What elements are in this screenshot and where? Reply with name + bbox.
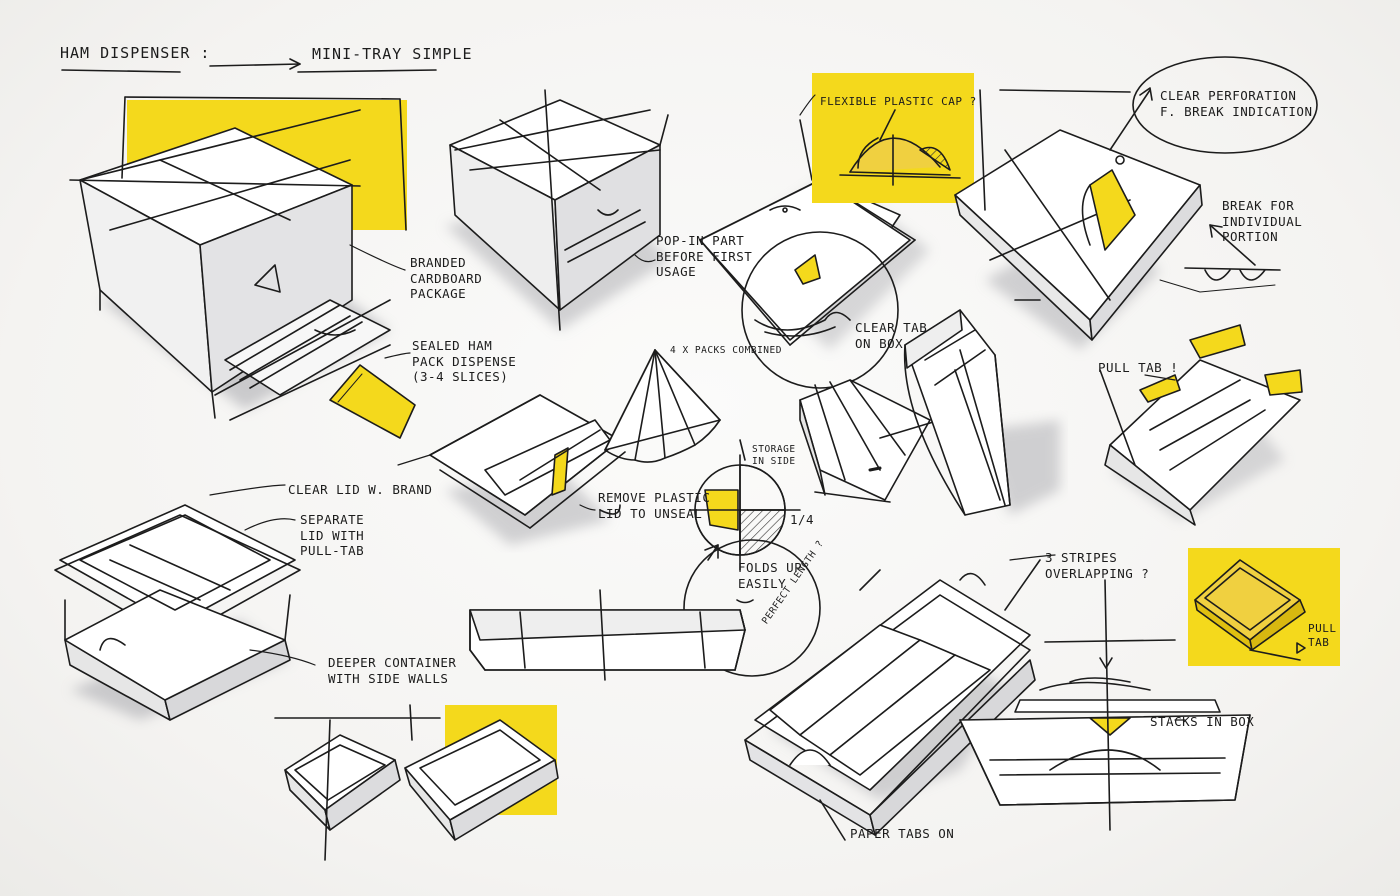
annotation-break-portion: BREAK FOR INDIVIDUAL PORTION <box>1222 198 1303 245</box>
annotation-clear-lid: CLEAR LID W. BRAND <box>288 482 433 497</box>
annotation-clear-perforation: CLEAR PERFORATION F. BREAK INDICATION <box>1160 88 1313 119</box>
yellow-tab-piece <box>329 364 416 439</box>
title-arrow <box>61 58 437 73</box>
annotation-fraction: 1/4 <box>790 512 815 527</box>
tall-container-sketch <box>903 299 1060 516</box>
sealed-pack-sketch <box>429 394 626 545</box>
lidded-container-sketch <box>54 504 301 721</box>
folding-container-sketch <box>799 379 941 503</box>
break-portion-icon <box>1159 224 1281 293</box>
annotation-storage: STORAGE IN SIDE <box>752 444 796 467</box>
cardboard-box-sketch <box>69 96 407 421</box>
annotation-deeper-container: DEEPER CONTAINER WITH SIDE WALLS <box>328 655 457 686</box>
annotation-pull-tab-sticky: PULL TAB <box>1308 622 1337 649</box>
striped-tray-sketch <box>744 559 1041 841</box>
annotation-paper-tabs: PAPER TABS ON <box>850 826 955 841</box>
annotation-clear-tab: CLEAR TAB ON BOX <box>855 320 928 351</box>
two-trays-sketch <box>274 704 559 861</box>
annotation-remove-plastic: REMOVE PLASTIC LID TO UNSEAL <box>598 490 711 521</box>
pull-tab-tray-sketch <box>1099 324 1303 526</box>
quarter-circle-diagram <box>683 439 821 677</box>
annotation-separate-lid: SEPARATE LID WITH PULL-TAB <box>300 512 365 559</box>
flat-sheet-sketch <box>699 119 930 389</box>
annotation-three-stripes: 3 STRIPES OVERLAPPING ? <box>1045 550 1150 581</box>
annotation-pull-tab: PULL TAB ! <box>1098 360 1179 375</box>
annotation-leaders <box>209 94 1186 721</box>
annotation-sealed-pack: SEALED HAM PACK DISPENSE (3-4 SLICES) <box>412 338 517 385</box>
annotation-flexible-cap: FLEXIBLE PLASTIC CAP ? <box>820 95 977 108</box>
sheet-subtitle: MINI-TRAY SIMPLE <box>312 45 473 63</box>
annotation-branded-package: BRANDED CARDBOARD PACKAGE <box>410 255 483 302</box>
slice-fan-sketch <box>604 349 721 463</box>
pull-tab-sticky <box>1188 548 1340 666</box>
annotation-stacks-in-box: STACKS IN BOX <box>1150 714 1255 729</box>
annotation-packs: 4 x PACKS COMBINED <box>670 345 782 356</box>
annotation-folds-up: FOLDS UP EASILY <box>738 560 803 591</box>
sheet-title: HAM DISPENSER : <box>60 44 211 62</box>
long-tray-sketch <box>469 589 754 681</box>
stacking-box-sketch <box>959 579 1251 831</box>
annotation-pop-in: POP-IN PART BEFORE FIRST USAGE <box>656 233 753 280</box>
flexible-cap-sticky <box>812 73 974 203</box>
pop-in-box-sketch <box>445 89 670 331</box>
perforated-tray-sketch <box>954 56 1318 350</box>
